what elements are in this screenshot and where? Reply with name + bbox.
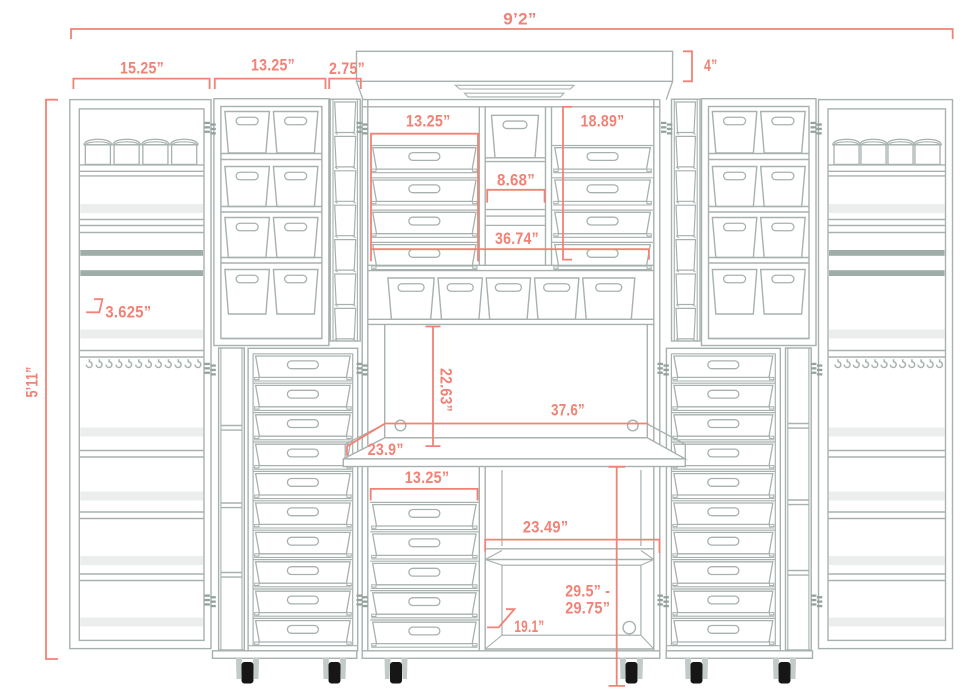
svg-text:22.63”: 22.63” [437,368,456,412]
svg-text:23.9”: 23.9” [368,440,404,459]
svg-text:19.1”: 19.1” [514,617,544,636]
svg-text:8.68”: 8.68” [497,171,535,190]
svg-text:18.89”: 18.89” [581,112,625,131]
svg-text:3.625”: 3.625” [105,302,151,321]
svg-text:4”: 4” [704,56,718,75]
svg-text:29.75”: 29.75” [565,599,610,618]
svg-text:2.75”: 2.75” [329,59,365,78]
svg-text:13.25”: 13.25” [406,112,451,131]
svg-text:9’2”: 9’2” [503,10,537,29]
svg-text:37.6”: 37.6” [551,401,585,420]
svg-text:13.25”: 13.25” [405,468,450,487]
svg-text:5’11”: 5’11” [23,367,42,398]
svg-text:23.49”: 23.49” [523,518,569,537]
svg-text:13.25”: 13.25” [251,56,295,75]
svg-text:15.25”: 15.25” [120,59,164,78]
svg-text:29.5” -: 29.5” - [565,582,610,601]
svg-text:36.74”: 36.74” [495,229,539,248]
